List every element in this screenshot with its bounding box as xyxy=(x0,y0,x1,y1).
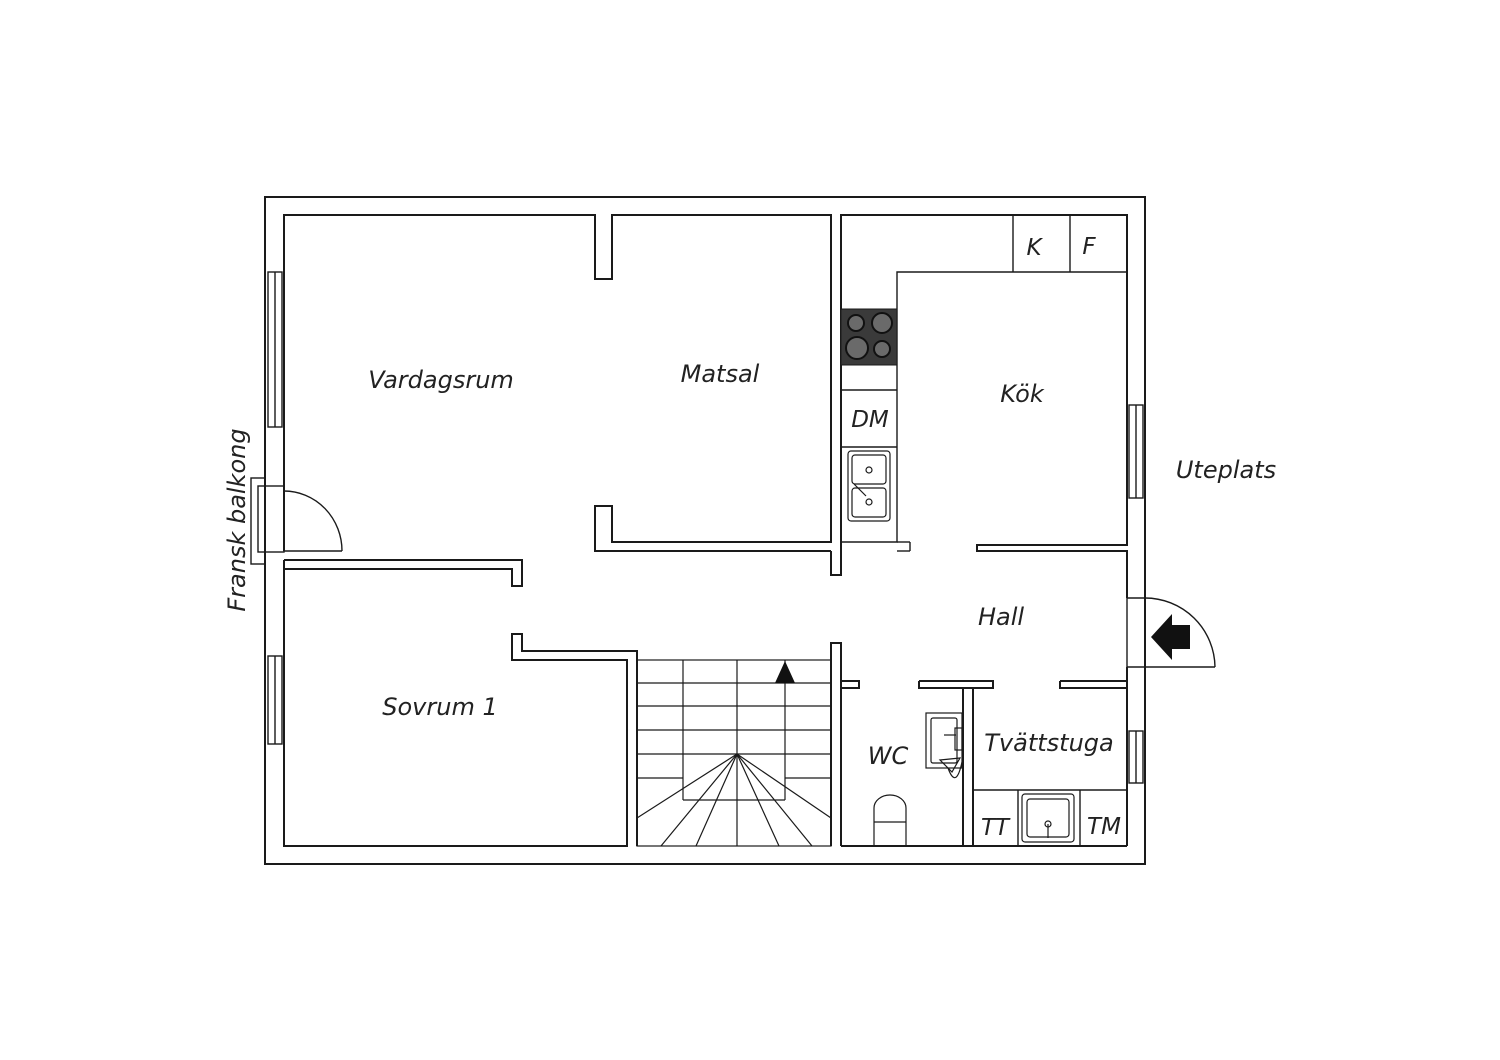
interior-walls xyxy=(283,214,1128,847)
wc-washbasin-icon xyxy=(925,712,963,779)
entrance-arrow-icon xyxy=(1151,614,1190,660)
label-kok: Kök xyxy=(1000,380,1045,408)
label-tvattstuga: Tvättstuga xyxy=(984,729,1113,757)
balcony-door xyxy=(250,477,343,565)
laundry-sink-icon xyxy=(1021,793,1075,843)
label-f: F xyxy=(1082,234,1096,260)
label-fransk-balkong: Fransk balkong xyxy=(223,428,251,611)
label-matsal: Matsal xyxy=(681,360,760,388)
label-sovrum: Sovrum 1 xyxy=(382,693,497,721)
stairs-up-arrow-icon xyxy=(775,661,795,683)
outer-walls xyxy=(264,196,1146,865)
label-vardagsrum: Vardagsrum xyxy=(368,366,514,394)
label-wc: WC xyxy=(868,742,909,770)
label-uteplats: Uteplats xyxy=(1176,456,1276,484)
toilet-icon xyxy=(873,794,907,846)
staircase xyxy=(636,659,832,847)
label-hall: Hall xyxy=(978,603,1024,631)
kitchen-sink-icon xyxy=(847,450,891,522)
label-tm: TM xyxy=(1087,814,1121,840)
windows xyxy=(267,271,1144,784)
entrance-door xyxy=(1126,597,1216,668)
label-dm: DM xyxy=(851,407,889,433)
labels: Vardagsrum Matsal Kök Hall Sovrum 1 WC T… xyxy=(223,234,1276,841)
label-tt: TT xyxy=(981,815,1011,841)
fridge-freezer-cabinet xyxy=(1012,215,1071,272)
stove-icon xyxy=(840,308,898,448)
label-k: K xyxy=(1026,235,1043,261)
